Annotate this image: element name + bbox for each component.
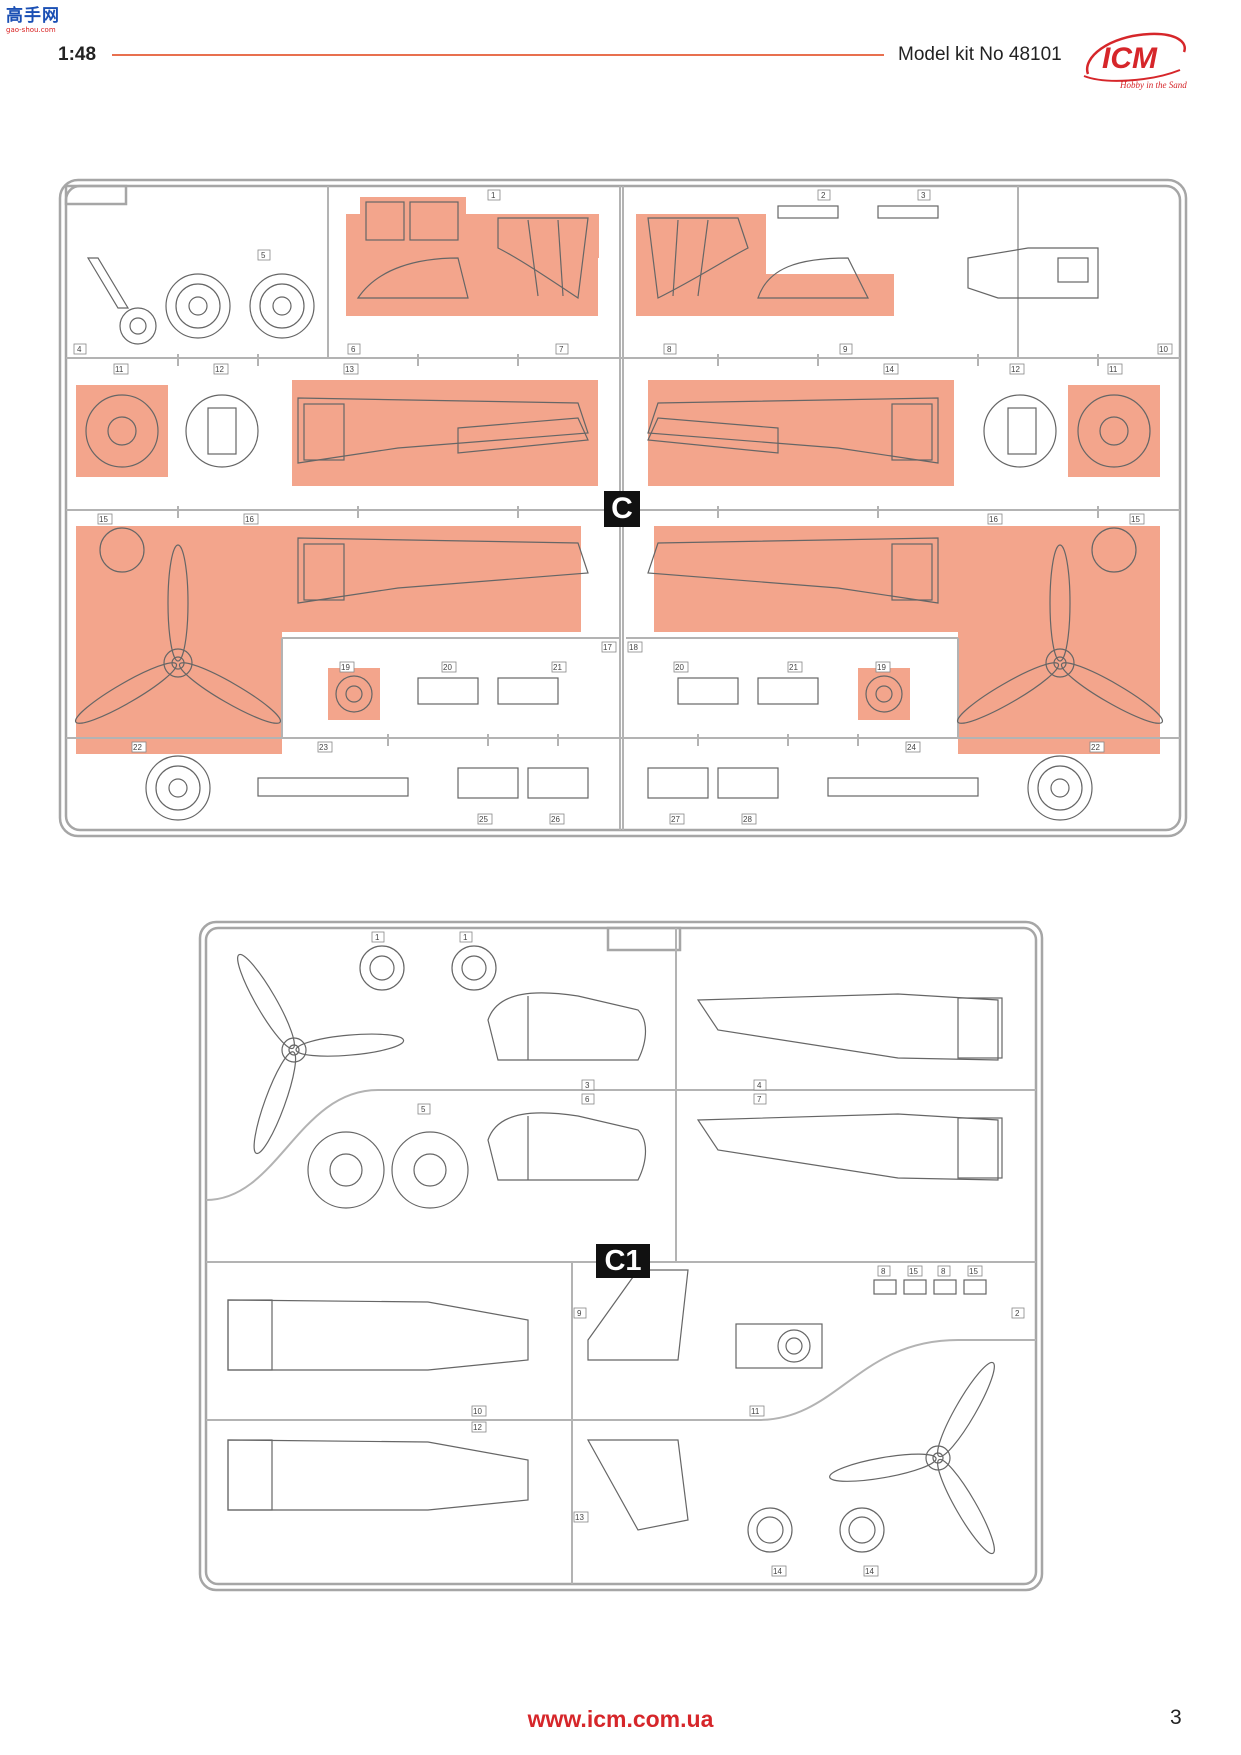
part-number: 14 <box>865 1567 874 1576</box>
part-number: 12 <box>1011 365 1020 374</box>
part-number: 28 <box>743 815 752 824</box>
part-number: 5 <box>261 251 266 260</box>
part-number: 1 <box>491 191 496 200</box>
part-number: 19 <box>341 663 350 672</box>
part-number: 7 <box>757 1095 762 1104</box>
watermark-url: gao-shou.com <box>6 26 56 34</box>
part-number: 23 <box>319 743 328 752</box>
part-number: 14 <box>773 1567 782 1576</box>
part-number: 11 <box>751 1407 760 1416</box>
part-number: 5 <box>421 1105 426 1114</box>
header-divider <box>112 54 884 56</box>
logo-tagline: Hobby in the Sand <box>1119 80 1187 90</box>
part-number: 3 <box>585 1081 590 1090</box>
part-number: 15 <box>99 515 108 524</box>
part-number: 14 <box>885 365 894 374</box>
scale-label: 1:48 <box>58 44 97 65</box>
part-number: 10 <box>473 1407 482 1416</box>
watermark-chinese-text: 高手网 <box>6 6 60 26</box>
part-number: 12 <box>473 1423 482 1432</box>
part-number: 18 <box>629 643 638 652</box>
part-number: 16 <box>989 515 998 524</box>
part-number: 13 <box>345 365 354 374</box>
part-number: 25 <box>479 815 488 824</box>
part-number: 22 <box>133 743 142 752</box>
part-number: 1 <box>375 933 380 942</box>
part-number: 4 <box>757 1081 762 1090</box>
part-number: 15 <box>909 1267 918 1276</box>
part-number: 26 <box>551 815 560 824</box>
part-number: 8 <box>881 1267 886 1276</box>
part-number: 3 <box>921 191 926 200</box>
part-number: 10 <box>1159 345 1168 354</box>
part-number: 2 <box>821 191 826 200</box>
part-number: 15 <box>969 1267 978 1276</box>
part-number: 9 <box>843 345 848 354</box>
part-number: 4 <box>77 345 82 354</box>
part-number: 12 <box>215 365 224 374</box>
part-number: 15 <box>1131 515 1140 524</box>
part-number: 19 <box>877 663 886 672</box>
part-number: 9 <box>577 1309 582 1318</box>
part-number: 11 <box>115 365 124 374</box>
icm-logo: ICM Hobby in the Sand <box>1083 32 1187 90</box>
kit-number-label: Model kit No 48101 <box>898 44 1062 65</box>
page-number: 3 <box>1170 1706 1182 1729</box>
part-number: 20 <box>443 663 452 672</box>
part-number: 27 <box>671 815 680 824</box>
part-number: 11 <box>1109 365 1118 374</box>
website-link[interactable]: www.icm.com.ua <box>527 1706 714 1732</box>
part-number: 8 <box>667 345 672 354</box>
part-number: 22 <box>1091 743 1100 752</box>
part-number: 16 <box>245 515 254 524</box>
sprue-c1-diagram: 1 1 2 3 4 5 6 7 8 8 9 10 11 12 13 14 14 … <box>198 920 1044 1592</box>
logo-text: ICM <box>1102 42 1158 75</box>
part-number: 13 <box>575 1513 584 1522</box>
part-number: 21 <box>789 663 798 672</box>
part-number: 2 <box>1015 1309 1020 1318</box>
part-number: 24 <box>907 743 916 752</box>
sprue-c1-label: C1 <box>596 1244 650 1278</box>
sprue-c-label: C <box>604 491 640 527</box>
part-number: 17 <box>603 643 612 652</box>
part-number: 6 <box>351 345 356 354</box>
part-number: 7 <box>559 345 564 354</box>
watermark-logo: 高手网 gao-shou.com <box>6 6 70 40</box>
part-number: 21 <box>553 663 562 672</box>
part-number: 6 <box>585 1095 590 1104</box>
sprue-c-diagram: 1 2 3 4 5 6 7 8 9 10 11 11 12 12 13 14 1… <box>58 178 1188 838</box>
part-number: 20 <box>675 663 684 672</box>
part-number: 1 <box>463 933 468 942</box>
part-number: 8 <box>941 1267 946 1276</box>
